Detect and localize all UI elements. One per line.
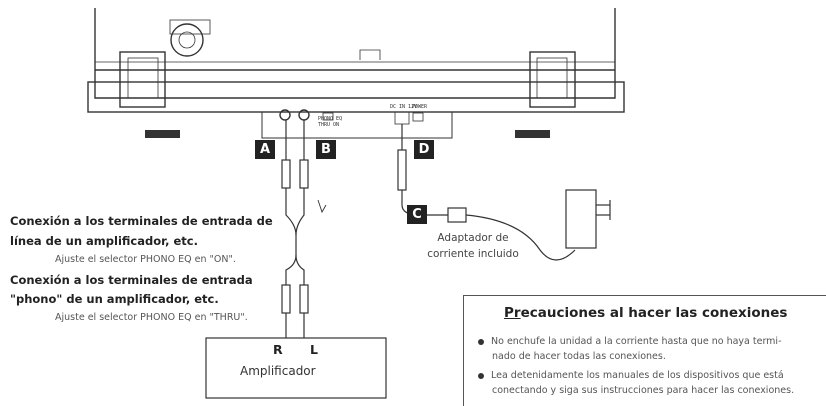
precautions-title-rest: ecauciones al hacer las conexiones xyxy=(520,305,788,321)
heading-phono-input-2: "phono" de un amplificador, etc. xyxy=(10,292,219,306)
amp-r-label: R xyxy=(273,342,283,357)
note-phono-eq-thru: Ajuste el selector PHONO EQ en "THRU". xyxy=(55,312,248,323)
power-adapter xyxy=(397,124,611,261)
foot-right xyxy=(515,130,550,138)
left-hinge xyxy=(119,51,166,108)
heading-phono-input-1: Conexión a los terminales de entrada xyxy=(10,273,253,287)
adapter-caption-2: corriente incluido xyxy=(427,248,519,260)
precautions-box: Precauciones al hacer las conexiones No … xyxy=(463,295,826,406)
precaution-item-1-line-2: nado de hacer todas las conexiones. xyxy=(492,351,666,362)
badge-a: A xyxy=(255,140,275,159)
precautions-title-prefix: Pr xyxy=(504,305,521,321)
dc-in-label: DC IN 12V xyxy=(390,104,418,110)
heading-line-input-1: Conexión a los terminales de entrada de xyxy=(10,214,273,228)
precautions-title: Precauciones al hacer las conexiones xyxy=(504,305,787,321)
dc-in-jack xyxy=(394,111,410,125)
note-phono-eq-on: Ajuste el selector PHONO EQ en "ON". xyxy=(55,254,236,265)
heading-line-input-2: línea de un amplificador, etc. xyxy=(10,234,198,248)
left-hinge-inner xyxy=(127,57,159,99)
counterweight xyxy=(170,23,204,57)
bullet-icon xyxy=(478,338,484,345)
foot-left xyxy=(145,130,180,138)
phono-eq-positions: THRU ON xyxy=(318,122,340,128)
rear-panel xyxy=(261,111,453,139)
phono-eq-label: PHONO EQ xyxy=(318,116,343,122)
precaution-item-2-line-1: Lea detenidamente los manuales de los di… xyxy=(491,370,784,381)
precaution-item-2-line-2: conectando y siga sus instrucciones para… xyxy=(492,385,795,396)
turntable-outline xyxy=(94,8,616,99)
power-switch xyxy=(412,112,424,122)
right-hinge xyxy=(529,51,576,108)
adapter-caption-1: Adaptador de xyxy=(437,232,509,244)
precaution-item-1-line-1: No enchufe la unidad a la corriente hast… xyxy=(491,336,782,347)
tonearm-base xyxy=(169,19,211,35)
badge-c: C xyxy=(407,205,427,224)
amplifier-box xyxy=(205,337,387,399)
badge-b: B xyxy=(316,140,336,159)
phono-eq-switch xyxy=(322,112,334,121)
precaution-item-1: No enchufe la unidad a la corriente hast… xyxy=(478,334,818,364)
amp-l-label: L xyxy=(310,342,318,357)
power-label: POWER xyxy=(412,104,428,110)
rca-cable xyxy=(281,120,327,338)
precaution-item-2: Lea detenidamente los manuales de los di… xyxy=(478,368,818,398)
amp-label: Amplificador xyxy=(240,364,316,378)
bullet-icon xyxy=(478,372,484,379)
right-hinge-inner xyxy=(536,57,568,99)
counterweight-inner xyxy=(178,31,196,49)
badge-d: D xyxy=(414,140,434,159)
jack-r xyxy=(279,109,291,121)
spindle-mark xyxy=(359,49,381,60)
turntable xyxy=(87,8,625,139)
